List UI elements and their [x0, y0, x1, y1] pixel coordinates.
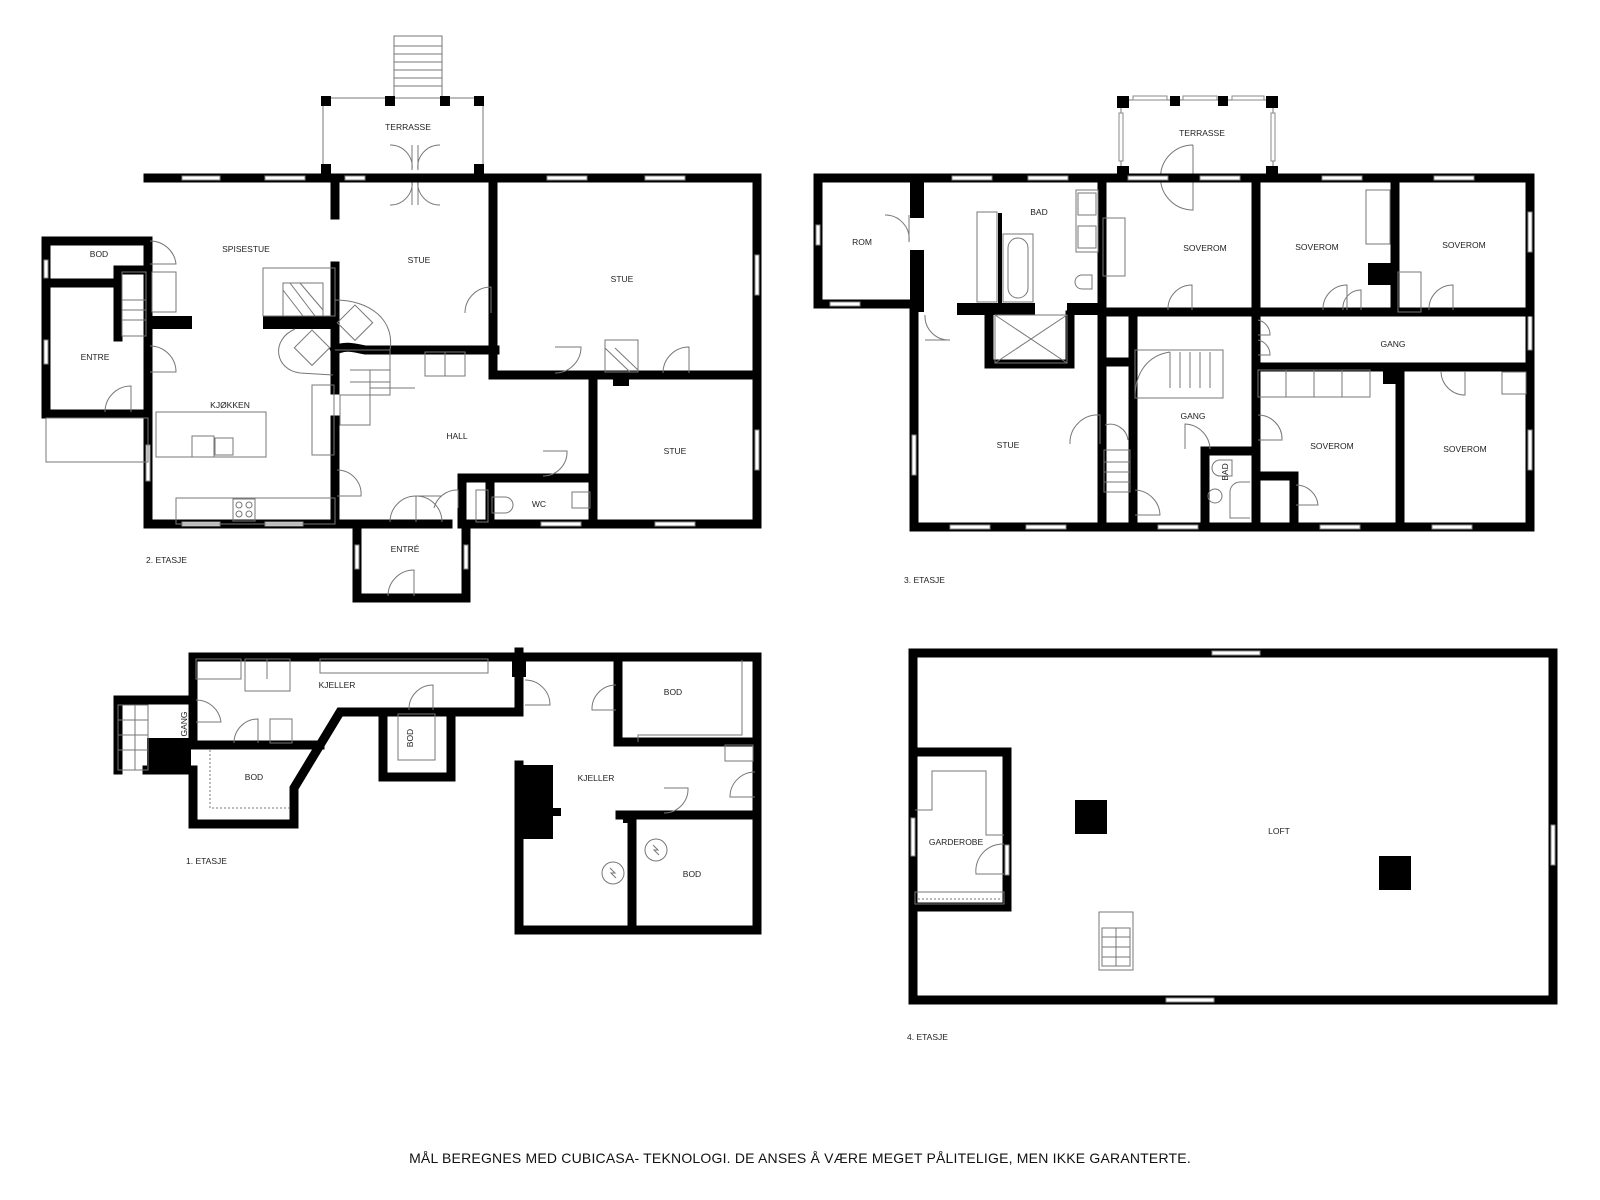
room-label-stue-3: STUE	[664, 446, 687, 456]
floor-label-3: 3. ETASJE	[904, 575, 945, 585]
room-label-rom: ROM	[852, 237, 872, 247]
room-label-gang-top: GANG	[1380, 339, 1405, 349]
room-label-soverom-5: SOVEROM	[1443, 444, 1486, 454]
room-label-hall: HALL	[446, 431, 468, 441]
disclaimer-footer: MÅL BEREGNES MED CUBICASA- TEKNOLOGI. DE…	[409, 1150, 1191, 1166]
room-label-stue-2: STUE	[611, 274, 634, 284]
room-label-bod-3: BOD	[664, 687, 682, 697]
room-label-soverom-1: SOVEROM	[1183, 243, 1226, 253]
room-label-soverom-3: SOVEROM	[1442, 240, 1485, 250]
room-label-gang: GANG	[1180, 411, 1205, 421]
room-label-gang-1etg: GANG	[179, 711, 189, 736]
room-label-bod: BOD	[90, 249, 108, 259]
room-label-bad-small: BAD	[1220, 463, 1230, 480]
room-label-garderobe: GARDEROBE	[929, 837, 984, 847]
room-label-bad: BAD	[1030, 207, 1047, 217]
room-label-spisestue: SPISESTUE	[222, 244, 270, 254]
room-label-entre-front: ENTRÉ	[391, 544, 420, 554]
room-label-stue-3etg: STUE	[997, 440, 1020, 450]
floor-1-plan: KJELLER GANG BOD BOD BOD KJELLER BOD 1. …	[113, 647, 762, 935]
room-label-bod-4: BOD	[683, 869, 701, 879]
room-label-soverom-2: SOVEROM	[1295, 242, 1338, 252]
room-label-wc: WC	[532, 499, 546, 509]
floor-2-plan: BOD ENTRE SPISESTUE KJØKKEN STUE TERRASS…	[41, 35, 762, 603]
floor-label-2: 2. ETASJE	[146, 555, 187, 565]
room-label-terrasse-3: TERRASSE	[1179, 128, 1225, 138]
floor-3-plan: ROM BAD TERRASSE SOVEROM SOVEROM SOVEROM…	[813, 95, 1535, 585]
floor-label-1: 1. ETASJE	[186, 856, 227, 866]
floor-4-plan: GARDEROBE LOFT 4. ETASJE	[907, 648, 1558, 1042]
room-label-loft: LOFT	[1268, 826, 1290, 836]
room-label-kjokken: KJØKKEN	[210, 400, 250, 410]
room-label-soverom-4: SOVEROM	[1310, 441, 1353, 451]
room-label-terrasse: TERRASSE	[385, 122, 431, 132]
floor-label-4: 4. ETASJE	[907, 1032, 948, 1042]
room-label-bod-2: BOD	[405, 729, 415, 747]
room-label-bod-1: BOD	[245, 772, 263, 782]
room-label-entre: ENTRE	[81, 352, 110, 362]
room-label-kjeller-1: KJELLER	[319, 680, 356, 690]
room-label-stue-1: STUE	[408, 255, 431, 265]
room-label-kjeller-2: KJELLER	[578, 773, 615, 783]
